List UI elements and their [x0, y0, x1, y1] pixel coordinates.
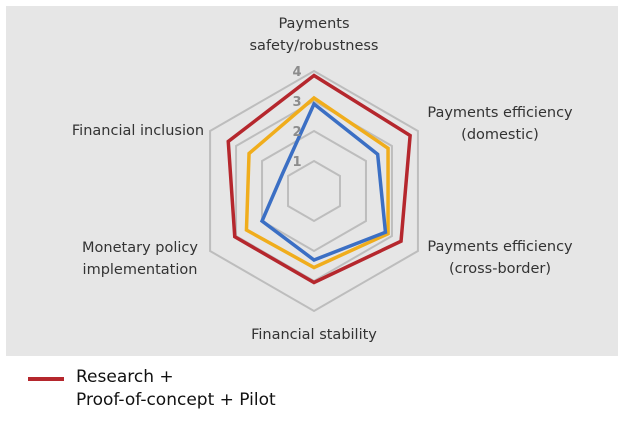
series-0-line [226, 73, 412, 285]
series-1-line [244, 95, 390, 270]
axis-label-2: Payments efficiency(cross-border) [427, 239, 573, 277]
axis-label-3: Financial stability [251, 327, 377, 343]
legend: Research + Proof-of-concept + Pilot [28, 366, 608, 416]
tick-label-3: 3 [292, 95, 301, 110]
axis-label-5: Financial inclusion [72, 123, 204, 139]
legend-swatch [28, 377, 64, 381]
axis-label-1: Payments efficiency(domestic) [427, 105, 573, 143]
tick-label-2: 2 [292, 125, 301, 140]
grid-ring-4 [209, 69, 419, 313]
legend-label: Research + Proof-of-concept + Pilot [76, 367, 276, 410]
radial-tick-labels: 1 2 3 4 [292, 65, 301, 170]
tick-label-4: 4 [292, 65, 301, 80]
radar-series [226, 73, 412, 285]
grid-ring-2 [261, 129, 367, 253]
grid-ring-1 [287, 159, 341, 223]
tick-label-1: 1 [292, 155, 301, 170]
grid-ring-3 [235, 99, 393, 283]
plot-background [6, 6, 618, 356]
series-2-line [259, 101, 388, 262]
